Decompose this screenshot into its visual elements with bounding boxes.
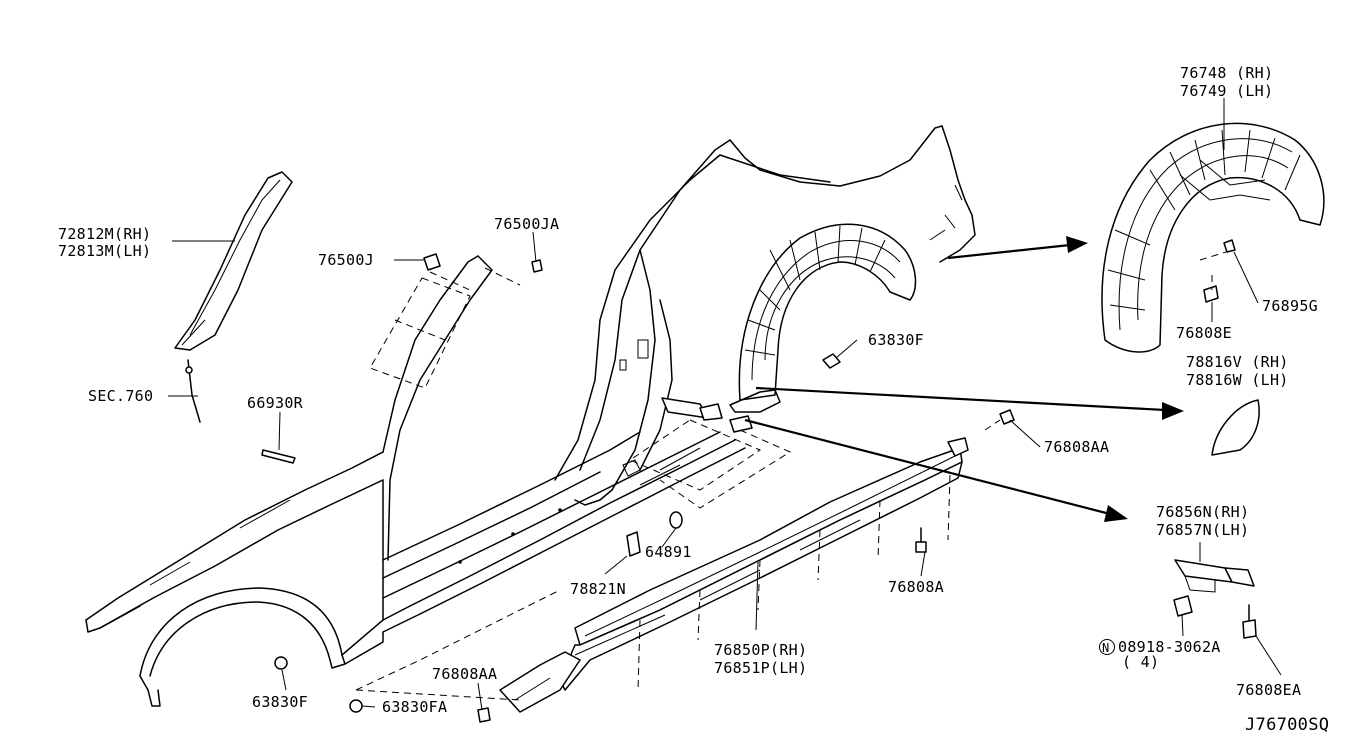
- label-76851p: 76851P(LH): [714, 659, 807, 677]
- screw-76808ea-part: [1242, 604, 1257, 639]
- nut-symbol-letter: N: [1102, 641, 1110, 655]
- fender-protector-76748: [1101, 122, 1325, 353]
- label-76749: 76749 (LH): [1180, 82, 1273, 100]
- label-63830fa: 63830FA: [382, 698, 447, 716]
- body-side-panel: [85, 125, 976, 707]
- label-63830f-lower: 63830F: [252, 693, 308, 711]
- label-72812m: 72812M(RH): [58, 225, 151, 243]
- label-63830f-upper: 63830F: [868, 331, 924, 349]
- clip-63830f-lower-part: [274, 656, 288, 670]
- label-76808aa-right: 76808AA: [1044, 438, 1109, 456]
- screw-76808a-part: [915, 527, 927, 553]
- label-76748: 76748 (RH): [1180, 64, 1273, 82]
- label-76808aa-lower: 76808AA: [432, 665, 497, 683]
- plug-64891-part: [669, 511, 683, 529]
- label-76856n: 76856N(RH): [1156, 503, 1249, 521]
- clip-76808e-part: [1203, 275, 1219, 303]
- label-78816w: 78816W (LH): [1186, 371, 1289, 389]
- label-78821n: 78821N: [570, 580, 626, 598]
- label-76850p: 76850P(RH): [714, 641, 807, 659]
- clip-76500ja-part: [484, 259, 543, 286]
- label-76857n: 76857N(LH): [1156, 521, 1249, 539]
- label-72813m: 72813M(LH): [58, 242, 151, 260]
- diagram-id: J76700SQ: [1245, 715, 1329, 735]
- clip-63830fa-part: [349, 699, 363, 713]
- label-76808ea: 76808EA: [1236, 681, 1301, 699]
- label-64891: 64891: [645, 543, 692, 561]
- pad-78816v-part: [1211, 399, 1260, 456]
- label-66930r: 66930R: [247, 394, 304, 412]
- rocker-bracket-set: [628, 397, 792, 509]
- callout-arrows: [744, 236, 1184, 522]
- label-76500j: 76500J: [318, 251, 374, 269]
- part-labels: 72812M(RH) 72813M(LH) SEC.760 76500J 765…: [58, 64, 1329, 735]
- label-78821n-part: [626, 531, 641, 557]
- seal-66930r: [261, 449, 296, 464]
- screw-76808aa-lower-part: [477, 707, 491, 723]
- label-76500ja: 76500JA: [494, 215, 559, 233]
- label-76808a: 76808A: [888, 578, 944, 596]
- clip-63830f-upper: [822, 353, 841, 369]
- sill-cover-76850p: [355, 437, 969, 713]
- clip-76500j-part: [423, 253, 471, 291]
- label-sec760: SEC.760: [88, 387, 153, 405]
- pillar-trim-72812m: [174, 171, 293, 423]
- nut-circled-symbol: N: [1099, 639, 1115, 655]
- clip-76895g-part: [1199, 239, 1236, 261]
- label-76895g: 76895G: [1262, 297, 1318, 315]
- bracket-76856n-part: [1174, 559, 1255, 593]
- label-78816v: 78816V (RH): [1186, 353, 1289, 371]
- screw-76808aa-right-part: [984, 409, 1015, 431]
- label-08918-3062a: 08918-3062A: [1118, 638, 1221, 656]
- inner-fender-protector-center: [729, 223, 917, 413]
- nut-08918-3062a-part: [1173, 595, 1193, 617]
- label-nut-qty: ( 4): [1122, 653, 1159, 671]
- leader-lines: [168, 98, 1282, 711]
- label-76808e: 76808E: [1176, 324, 1232, 342]
